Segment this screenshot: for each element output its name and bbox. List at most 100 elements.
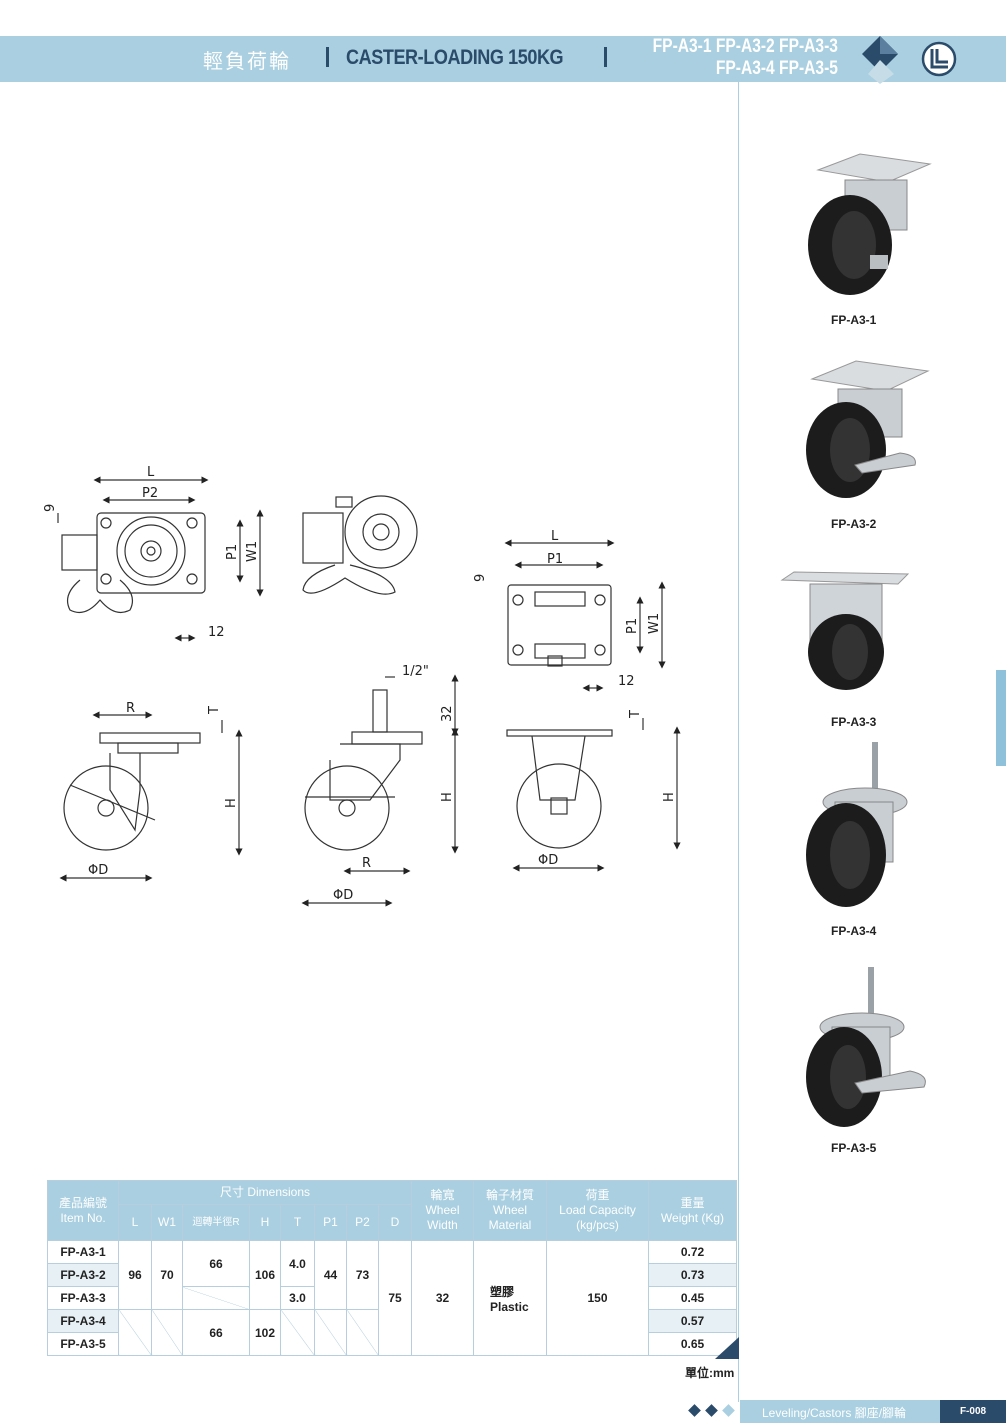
header-load: 荷重 Load Capacity (kg/pcs) [546,1180,649,1241]
header-R: 迴轉半徑R [182,1204,250,1241]
caster-photo-5 [806,967,926,1127]
header-divider [326,47,329,67]
table-corner-mark [715,1337,739,1359]
footer-diamond-icon [705,1404,718,1417]
product-label-5: FP-A3-5 [831,1141,877,1155]
material-en: Plastic [490,1299,529,1314]
cell-D: 75 [378,1240,412,1356]
diamond-logo-icon [862,36,898,84]
dim-label-H-rigid: H [662,792,677,802]
dim-label-D: ΦD [88,863,108,878]
dim-label-D-stem: ΦD [333,888,353,903]
header-load-en1: Load Capacity [559,1203,636,1217]
header-wheel-material: 輪子材質 Wheel Material [473,1180,547,1241]
product-label-3: FP-A3-3 [831,715,877,729]
row-item: FP-A3-4 [47,1309,119,1333]
footer-section: Leveling/Castors 腳座/腳輪 [762,1406,907,1420]
header-weight-en: Weight (Kg) [660,1210,725,1225]
side-tab [996,670,1006,766]
header-P1: P1 [314,1204,347,1241]
title-en: CASTER-LOADING 150KG [346,46,564,69]
cell-width: 32 [411,1240,474,1356]
header-item: 產品編號 Item No. [47,1180,119,1241]
cell-load: 150 [546,1240,649,1356]
cell-H-bottom: 102 [249,1309,281,1356]
dim-label-L: L [147,465,155,480]
caster-photo-3 [780,571,910,690]
header-mat-en1: Wheel [492,1203,527,1217]
cell-weight: 0.45 [648,1286,737,1310]
spec-table: 產品編號 Item No. 尺寸 Dimensions 輪寬 Wheel Wid… [47,1180,737,1356]
cell-P1-empty [314,1309,347,1356]
dim-label-thread: 1/2" [402,664,429,679]
header-divider [604,47,607,67]
header-mat-en2: Material [488,1218,532,1232]
dim-label-P1-rigid: P1 [547,552,563,567]
cell-weight: 0.73 [648,1263,737,1287]
dim-label-H-stem: H [440,792,455,802]
dim-label-T-rigid: T [628,710,643,719]
dim-label-H: H [224,798,239,808]
unit-label: 單位:mm [685,1366,735,1380]
dim-label-P1: P1 [225,544,240,560]
header-P2: P2 [346,1204,379,1241]
cell-weight: 0.65 [648,1332,737,1356]
side-view-brake [302,495,418,595]
header-H: H [249,1204,281,1241]
cell-W1: 70 [151,1240,183,1310]
elevation-rigid [506,718,681,872]
elevation-threaded-stem [301,674,459,907]
dim-label-12: 12 [208,625,225,640]
caster-photo-1 [808,153,932,295]
cell-T-empty [280,1309,315,1356]
dim-label-9-rigid: 9 [473,574,488,582]
header-D: D [378,1204,412,1241]
header-models: FP-A3-1 FP-A3-2 FP-A3-3 FP-A3-4 FP-A3-5 [653,36,838,80]
dim-label-W1-rigid: W1 [647,613,662,634]
models-line-1: FP-A3-1 FP-A3-2 FP-A3-3 [652,36,838,57]
cell-R-bottom: 66 [182,1309,250,1356]
caster-photo-4 [806,742,908,907]
dim-label-L-rigid: L [551,529,559,544]
dim-label-T: T [207,706,222,715]
header-weight: 重量 Weight (Kg) [648,1180,737,1241]
cell-material: 塑膠 Plastic [473,1240,547,1356]
brand-logo-icon [921,41,957,77]
page-number: F-008 [940,1400,1006,1423]
header-load-cn: 荷重 [585,1188,610,1202]
header-width-en2: Width [427,1218,458,1232]
header-T: T [280,1204,315,1241]
dim-label-P1v-rigid: P1 [625,618,640,634]
cell-T-mid: 3.0 [280,1286,315,1310]
product-label-1: FP-A3-1 [831,313,877,327]
cell-P2: 73 [346,1240,379,1310]
dim-label-R: R [126,701,135,716]
cell-weight: 0.57 [648,1309,737,1333]
footer-diamond-icon [722,1404,735,1417]
plan-view-rigid [504,539,666,692]
cell-L-empty [118,1309,152,1356]
footer-diamond-icon [688,1404,701,1417]
cell-weight: 0.72 [648,1240,737,1264]
cell-L: 96 [118,1240,152,1310]
header-item-cn: 產品編號 [58,1195,107,1210]
cell-H-top: 106 [249,1240,281,1310]
dim-label-P2: P2 [142,486,158,501]
footer-bar [740,1400,1006,1423]
models-line-2: FP-A3-4 FP-A3-5 [715,58,838,79]
header-L: L [118,1204,152,1241]
material-cn: 塑膠 [490,1284,515,1299]
header-width-cn: 輪寬 [430,1188,455,1202]
header-load-en2: (kg/pcs) [576,1218,619,1232]
plan-view-brake [57,476,264,642]
header-item-en: Item No. [60,1210,106,1225]
header-bar: 輕負荷輪 CASTER-LOADING 150KG FP-A3-1 FP-A3-… [0,36,1006,84]
cell-P2-empty [346,1309,379,1356]
dim-label-9: 9 [43,504,58,512]
cell-R-empty [182,1286,250,1310]
header-dimensions: 尺寸 Dimensions [118,1180,412,1205]
cell-R-top: 66 [182,1240,250,1287]
row-item: FP-A3-2 [47,1263,119,1287]
header-wheel-width: 輪寬 Wheel Width [411,1180,474,1241]
caster-photo-2 [806,360,930,498]
